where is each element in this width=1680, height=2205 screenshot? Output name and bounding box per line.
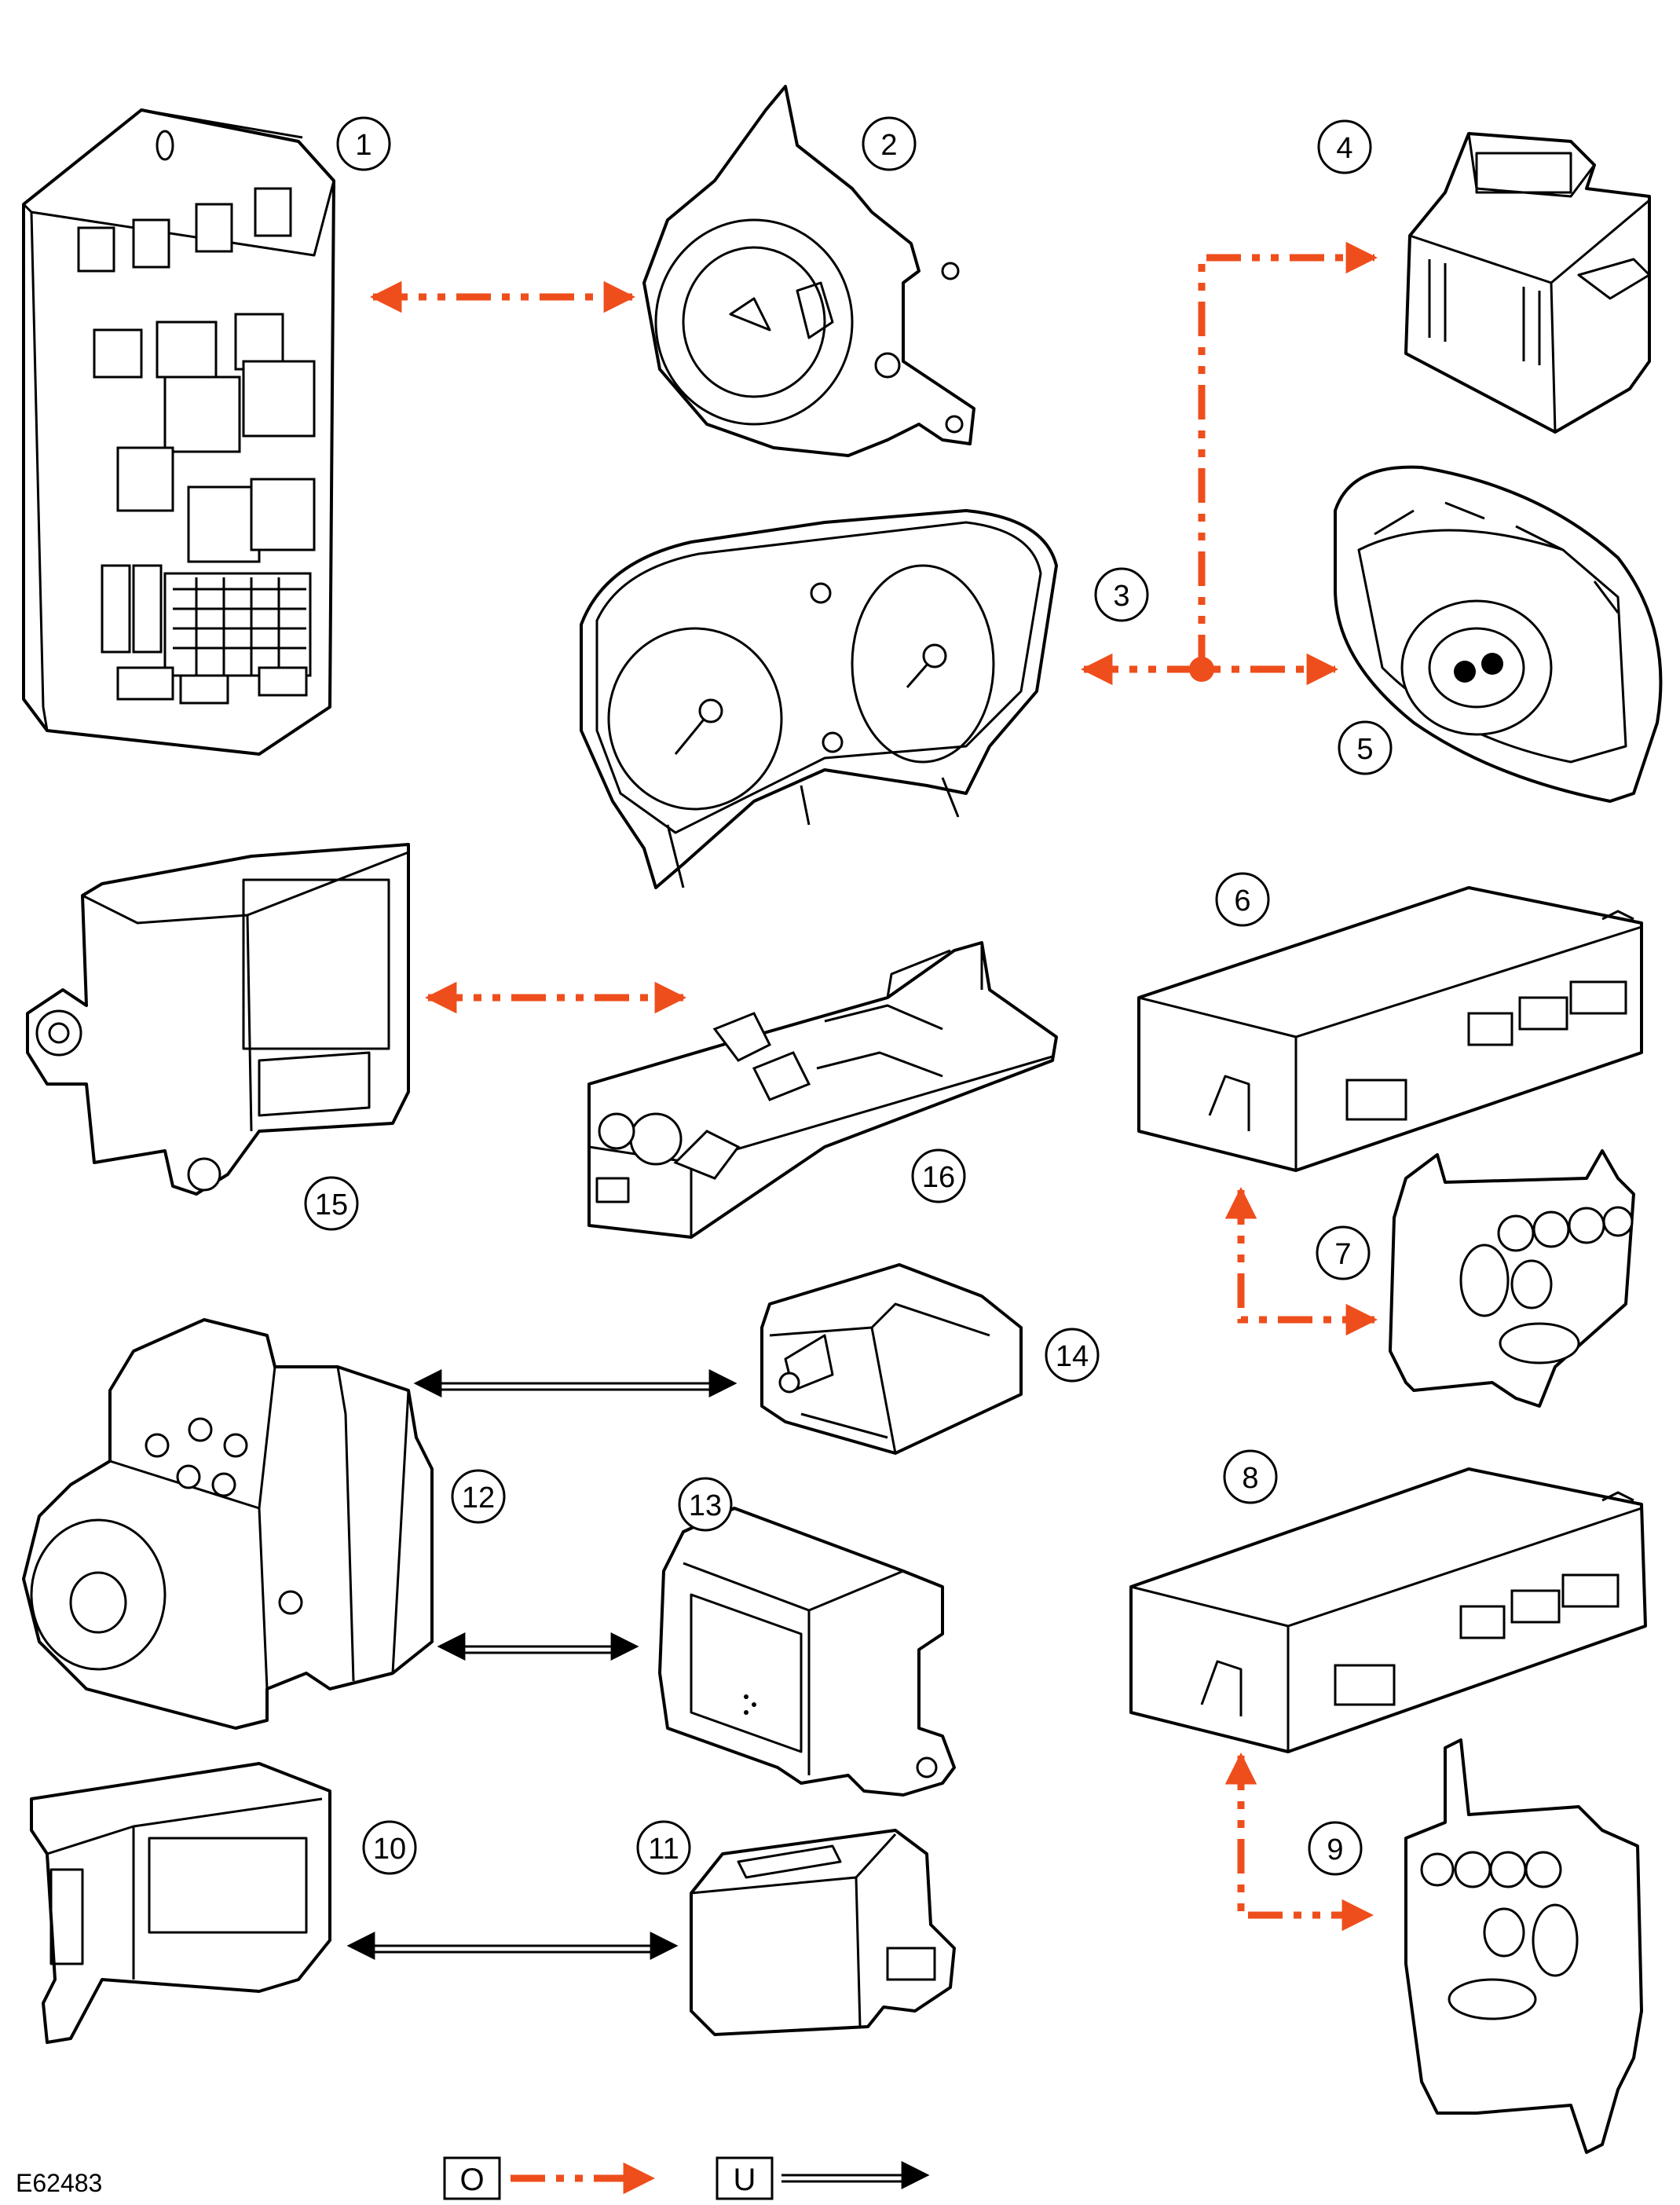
component-13-yaw-sensor [658, 1507, 956, 1797]
component-6-seat-module [1137, 886, 1643, 1172]
callout-16: 16 [911, 1148, 966, 1203]
callout-14: 14 [1045, 1328, 1100, 1383]
component-4-relay-module [1404, 132, 1651, 434]
fuse-array [77, 187, 316, 705]
callout-number: 5 [1356, 733, 1373, 766]
component-3-instrument-cluster [580, 509, 1058, 889]
callout-number: 12 [462, 1482, 495, 1515]
callout-number: 16 [922, 1161, 955, 1194]
callout-number: 10 [373, 1833, 406, 1866]
callout-4: 4 [1317, 119, 1372, 174]
component-9-seat-switch-pack [1404, 1738, 1643, 2154]
callout-number: 14 [1056, 1340, 1089, 1373]
callout-number: 11 [648, 1833, 679, 1866]
orange-connections [369, 241, 1378, 1932]
callout-number: 2 [880, 129, 897, 162]
link-10-11 [346, 1932, 679, 1960]
junction-node [1189, 657, 1214, 682]
callout-11: 11 [636, 1820, 691, 1875]
component-7-seat-switch-pack [1389, 1149, 1635, 1408]
component-16-window-switch-pack [587, 941, 1058, 1239]
component-5-steering-wheel-airbag [1334, 465, 1663, 803]
legend-orange-link: O [443, 2156, 656, 2200]
callout-12: 12 [451, 1469, 506, 1524]
callout-1: 1 [336, 116, 391, 171]
callout-number: 1 [355, 129, 372, 162]
figure-reference: E62483 [16, 2169, 102, 2197]
component-12-abs-modulator [22, 1318, 434, 1730]
callout-3: 3 [1094, 567, 1149, 622]
legend-black-link: U [716, 2156, 930, 2200]
link-6-7 [1224, 1186, 1378, 1336]
component-10-module [30, 1762, 331, 2044]
callout-8: 8 [1223, 1449, 1278, 1504]
callout-7: 7 [1316, 1225, 1371, 1280]
callout-5: 5 [1338, 720, 1393, 775]
legend-key-box [443, 2156, 501, 2200]
component-15-control-module [26, 843, 410, 1196]
link-8-9 [1224, 1752, 1374, 1932]
callout-number: 7 [1334, 1238, 1351, 1271]
link-3-4 [1198, 241, 1378, 669]
link-12-13 [437, 1632, 639, 1661]
link-12-14 [413, 1369, 738, 1397]
legend: O U [443, 2156, 930, 2200]
callout-13: 13 [678, 1477, 733, 1532]
callout-15: 15 [304, 1176, 359, 1231]
callout-number: 8 [1242, 1462, 1258, 1495]
callout-10: 10 [362, 1820, 417, 1875]
callout-6: 6 [1215, 872, 1270, 927]
callout-number: 6 [1234, 885, 1250, 918]
black-connections [346, 1369, 738, 1960]
component-14-module [760, 1263, 1023, 1455]
component-11-module [690, 1829, 956, 2036]
callout-number: 15 [315, 1189, 348, 1222]
callout-number: 13 [689, 1489, 722, 1522]
component-1-central-junction-box [22, 108, 335, 756]
callout-number: 9 [1327, 1833, 1343, 1866]
callout-number: 3 [1113, 580, 1129, 613]
legend-key-box [716, 2156, 774, 2200]
component-8-seat-module [1129, 1467, 1647, 1753]
callout-number: 4 [1336, 132, 1352, 165]
callout-9: 9 [1308, 1821, 1363, 1876]
legend-orange-key: O [459, 2163, 484, 2197]
callout-2: 2 [862, 116, 917, 171]
legend-black-key: U [734, 2163, 756, 2197]
component-2-speaker-module [642, 85, 975, 457]
